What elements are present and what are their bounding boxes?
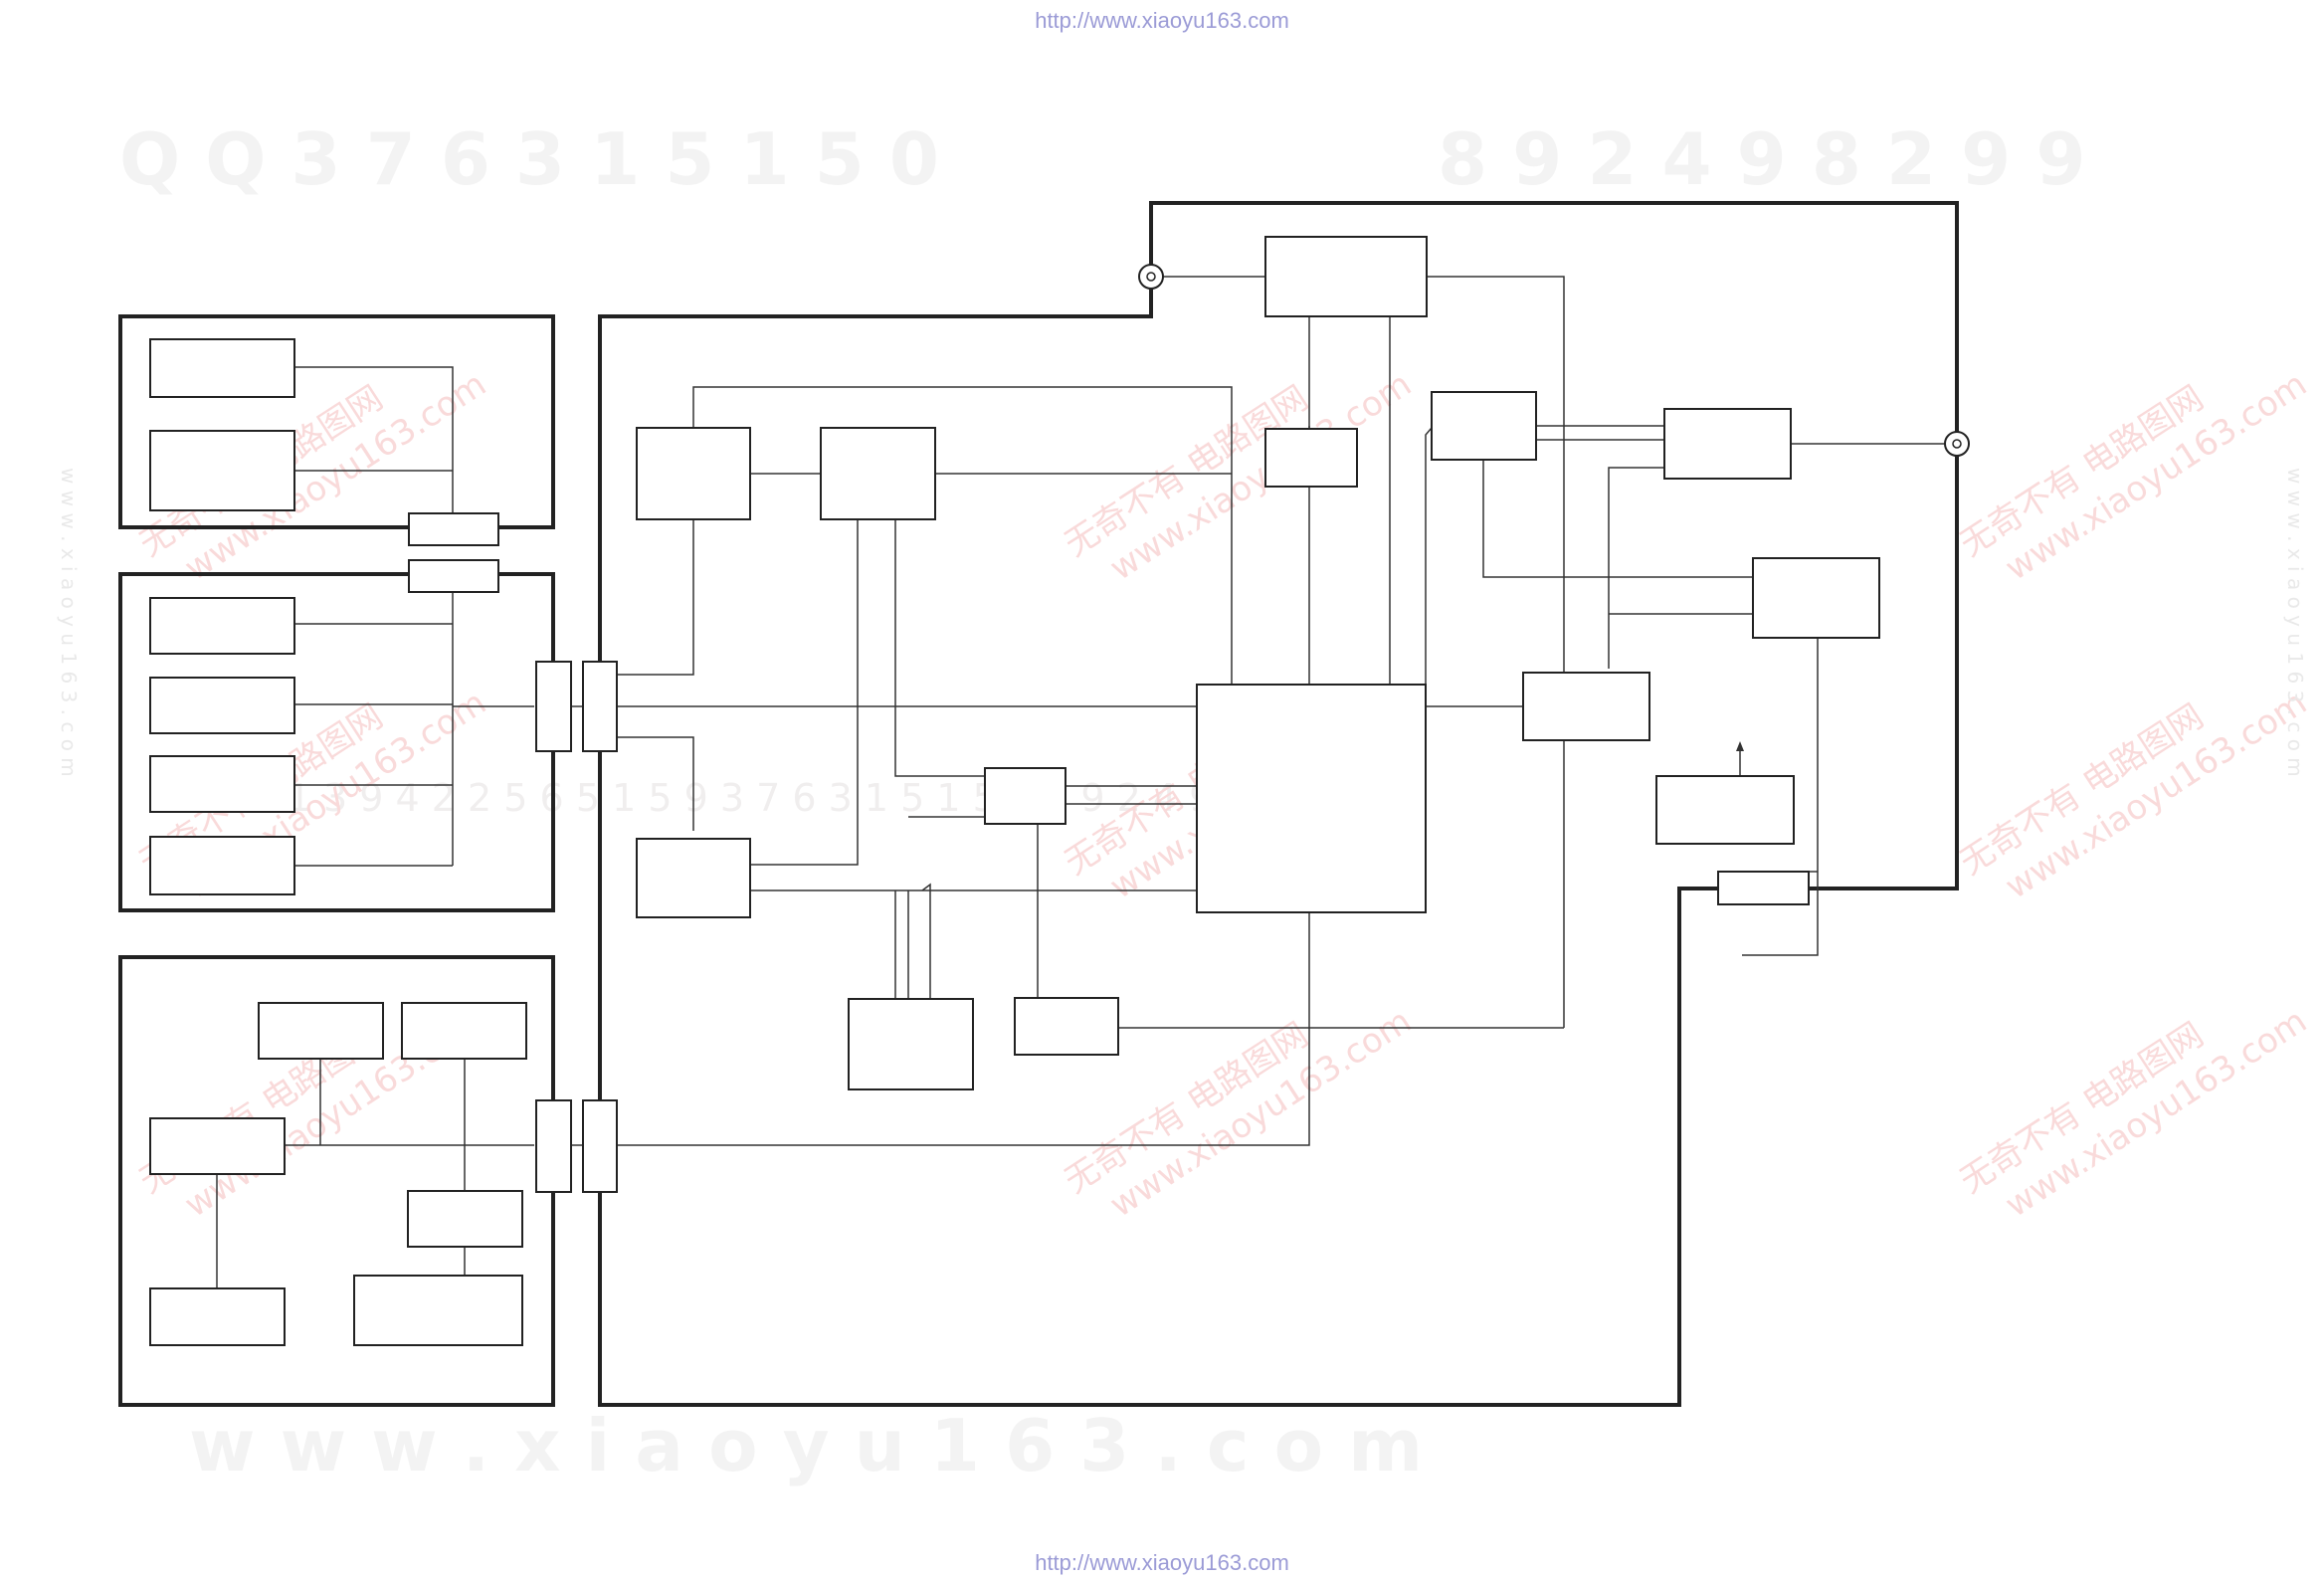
block-main-6 (1014, 997, 1119, 1056)
terminal-left-icon (1138, 264, 1164, 290)
connector-mid-left (535, 661, 572, 752)
header-url[interactable]: http://www.xiaoyu163.com (1035, 8, 1289, 33)
block-bl-3 (149, 1117, 286, 1175)
watermark-stamp-3: 无奇不有 电路图网 www.xiaoyu163.com (1953, 364, 2314, 588)
block-ml-1 (149, 597, 295, 655)
watermark-site: w w w . x i a o y u 1 6 3 . c o m (189, 1404, 1423, 1487)
block-bl-6 (353, 1275, 523, 1346)
watermark-side-right: w w w . x i a o y u 1 6 3 . c o m (2283, 468, 2307, 777)
terminal-right-icon (1944, 431, 1970, 457)
block-right-5 (1655, 775, 1795, 845)
block-ml-2 (149, 677, 295, 734)
block-top-center (1264, 236, 1428, 317)
watermark-side-left: w w w . x i a o y u 1 6 3 . c o m (57, 468, 81, 777)
block-main-5 (848, 998, 974, 1090)
up-arrow-icon (1736, 741, 1744, 776)
block-right-2 (1663, 408, 1792, 480)
block-right-1 (1431, 391, 1537, 461)
block-bl-2 (401, 1002, 527, 1060)
block-bl-1 (258, 1002, 384, 1060)
connector-bot-right (582, 1099, 618, 1193)
terminal-icons (1138, 264, 1970, 457)
block-right-4 (1522, 672, 1650, 741)
watermark-phone: 8 9 2 4 9 8 2 9 9 (1438, 117, 2085, 201)
watermark-stamp-6: 无奇不有 电路图网 www.xiaoyu163.com (1953, 683, 2314, 906)
block-tl-2 (149, 430, 295, 511)
block-right-3 (1752, 557, 1880, 639)
svg-text:w w w . x i a o y u 1 6 3 . c: w w w . x i a o y u 1 6 3 . c o m (57, 468, 81, 777)
block-processor (1196, 684, 1427, 913)
watermark-middle: 2 8 6 1 3 9 4 2 2 5 6 5 1 5 9 3 7 6 3 1 … (179, 776, 1357, 820)
block-main-3 (636, 838, 751, 918)
block-small-center (1264, 428, 1358, 488)
block-ml-3 (149, 755, 295, 813)
block-ml-4 (149, 836, 295, 895)
connector-right-bottom (1717, 871, 1810, 905)
connector-bot-left (535, 1099, 572, 1193)
block-main-4 (984, 767, 1066, 825)
block-main-1 (636, 427, 751, 520)
watermark-qq: Q Q 3 7 6 3 1 5 1 5 0 (119, 117, 939, 201)
block-bl-5 (149, 1287, 286, 1346)
block-tl-1 (149, 338, 295, 398)
svg-text:w w w . x i a o y u 1 6 3 . c: w w w . x i a o y u 1 6 3 . c o m (2283, 468, 2307, 777)
connector-top-2 (408, 559, 499, 593)
block-main-2 (820, 427, 936, 520)
connector-mid-right (582, 661, 618, 752)
connector-top-1 (408, 512, 499, 546)
watermark-stamp-2: 无奇不有 电路图网 www.xiaoyu163.com (1058, 364, 1419, 588)
wiring (216, 276, 1946, 1288)
footer-url[interactable]: http://www.xiaoyu163.com (1035, 1550, 1289, 1575)
component-blocks (149, 236, 1880, 1346)
watermark-stamp-9: 无奇不有 电路图网 www.xiaoyu163.com (1953, 1001, 2314, 1225)
block-bl-4 (407, 1190, 523, 1248)
connectors (408, 512, 1810, 1193)
left-board-top (118, 314, 555, 529)
